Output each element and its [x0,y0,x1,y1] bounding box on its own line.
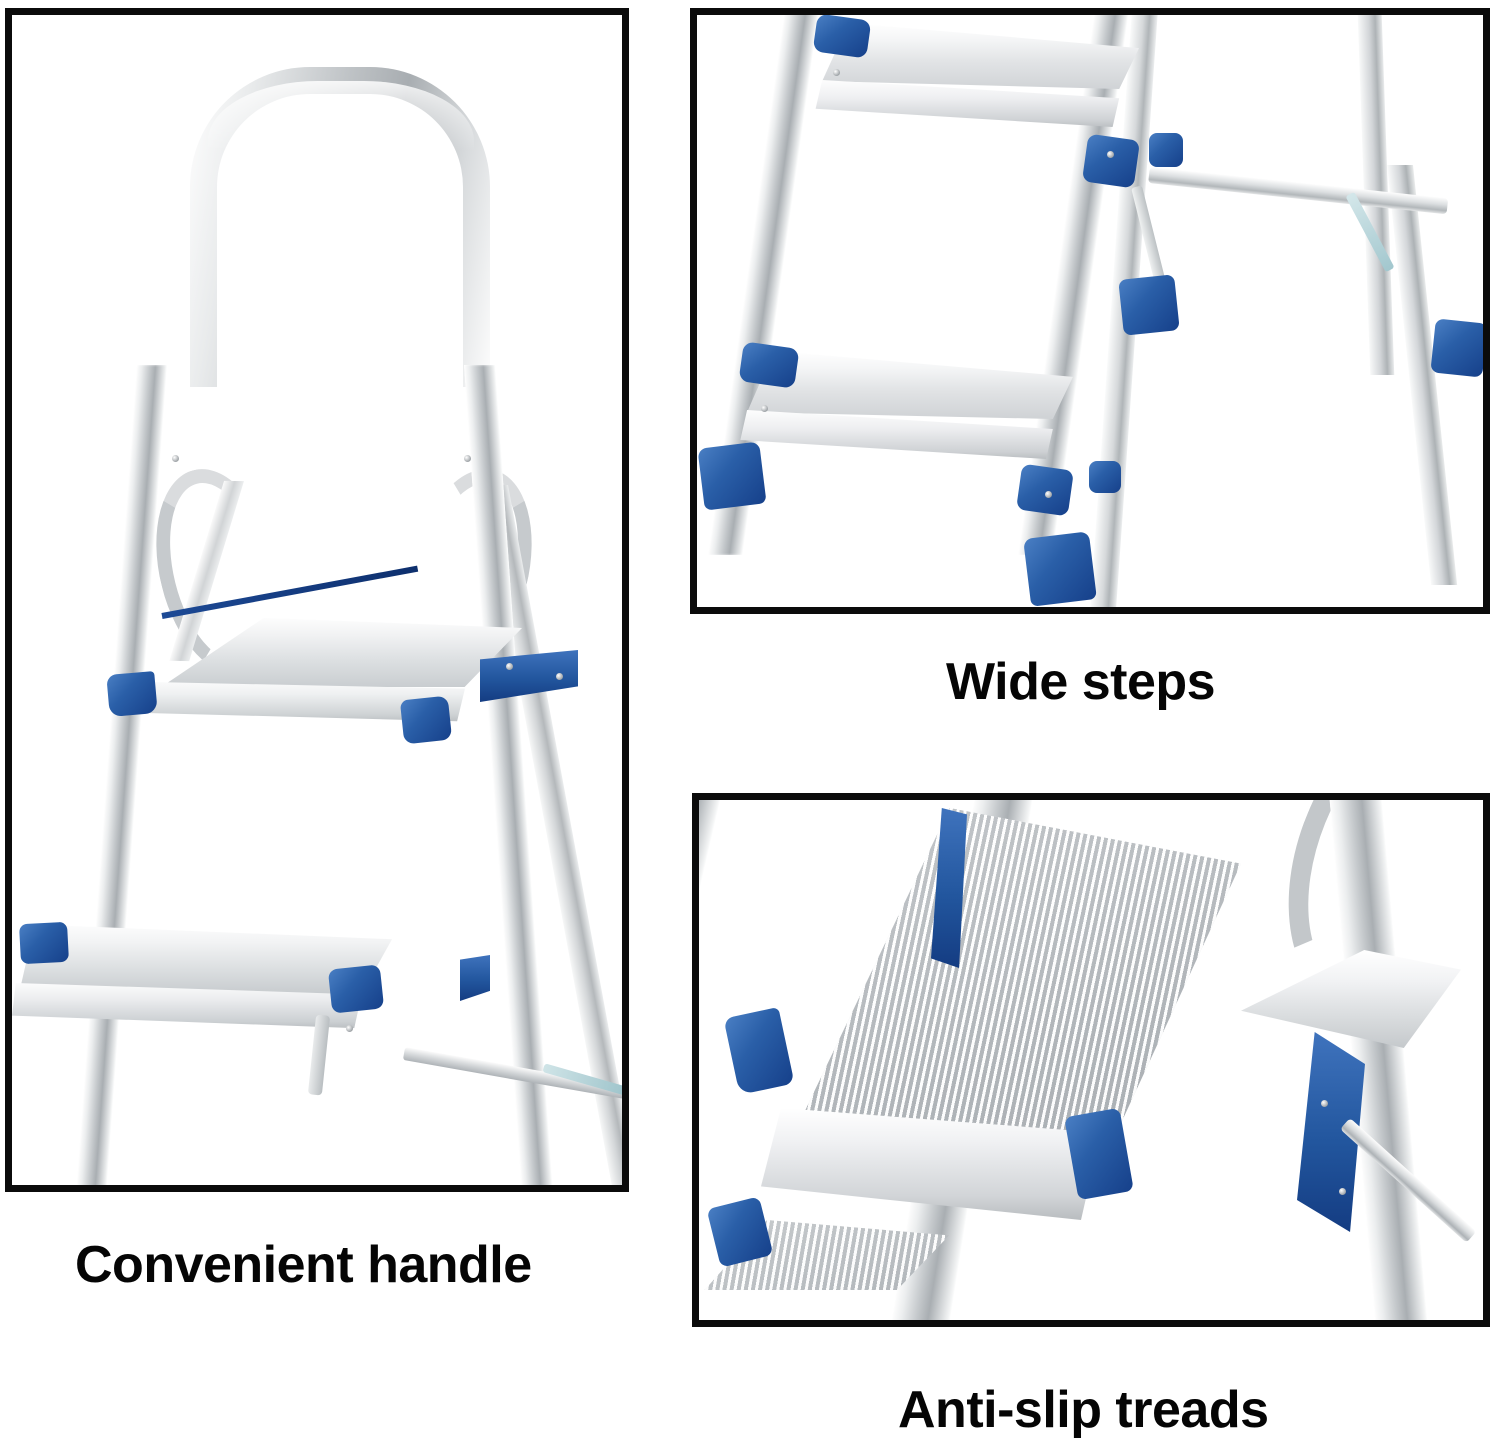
rivet [833,69,840,76]
anti-slip-tread [721,808,1241,1228]
caption-anti-slip-treads: Anti-slip treads [898,1381,1269,1439]
lower-step-cap-right [1016,463,1074,517]
lower-step-cap-left [738,341,800,389]
rivet [1321,1100,1328,1107]
right-step-surface [1241,950,1461,1048]
lower-step-bracket-right [460,955,490,1001]
upper-wide-step [809,23,1139,131]
rivet [761,405,768,412]
rivet [1045,491,1052,498]
blue-foot-front-right [1023,531,1097,607]
blue-foot-front-left [697,441,767,511]
convenient-handle-photo [12,15,622,1185]
ribbed-tread-surface [783,808,1241,1156]
upper-step [112,615,522,725]
tread-front-face [761,1108,1101,1220]
upper-step-knob [1149,133,1183,167]
ladder-handle-loop [190,67,490,387]
lower-step-cap-left [18,921,70,965]
upper-step-surface [161,617,522,687]
upper-step-cap-left [106,670,158,718]
wide-steps-photo [697,15,1483,607]
rivet [346,1025,353,1032]
lower-step-knob [1089,461,1121,493]
rear-rail-lower [1387,165,1458,585]
convenient-handle-panel [5,8,629,1192]
rivet [172,455,179,462]
rivet [556,673,563,680]
anti-slip-treads-photo [699,800,1483,1320]
blue-foot-rear-right [1430,318,1483,378]
right-step [1241,950,1461,1110]
lower-wide-step [737,351,1073,463]
upper-step-cap-left [812,15,872,59]
wide-steps-panel [690,8,1490,614]
rivet [1339,1188,1346,1195]
lower-step-cap-right [327,964,385,1014]
upper-step-cap-right [399,695,453,745]
rivet [506,663,513,670]
blue-foot-rear-left [1118,274,1180,336]
upper-step-cap-right [1081,133,1141,189]
rivet [1107,151,1114,158]
caption-convenient-handle: Convenient handle [75,1236,532,1294]
side-rail-left [76,365,167,1185]
anti-slip-treads-panel [692,793,1490,1327]
rivet [464,455,471,462]
caption-wide-steps: Wide steps [946,653,1216,711]
